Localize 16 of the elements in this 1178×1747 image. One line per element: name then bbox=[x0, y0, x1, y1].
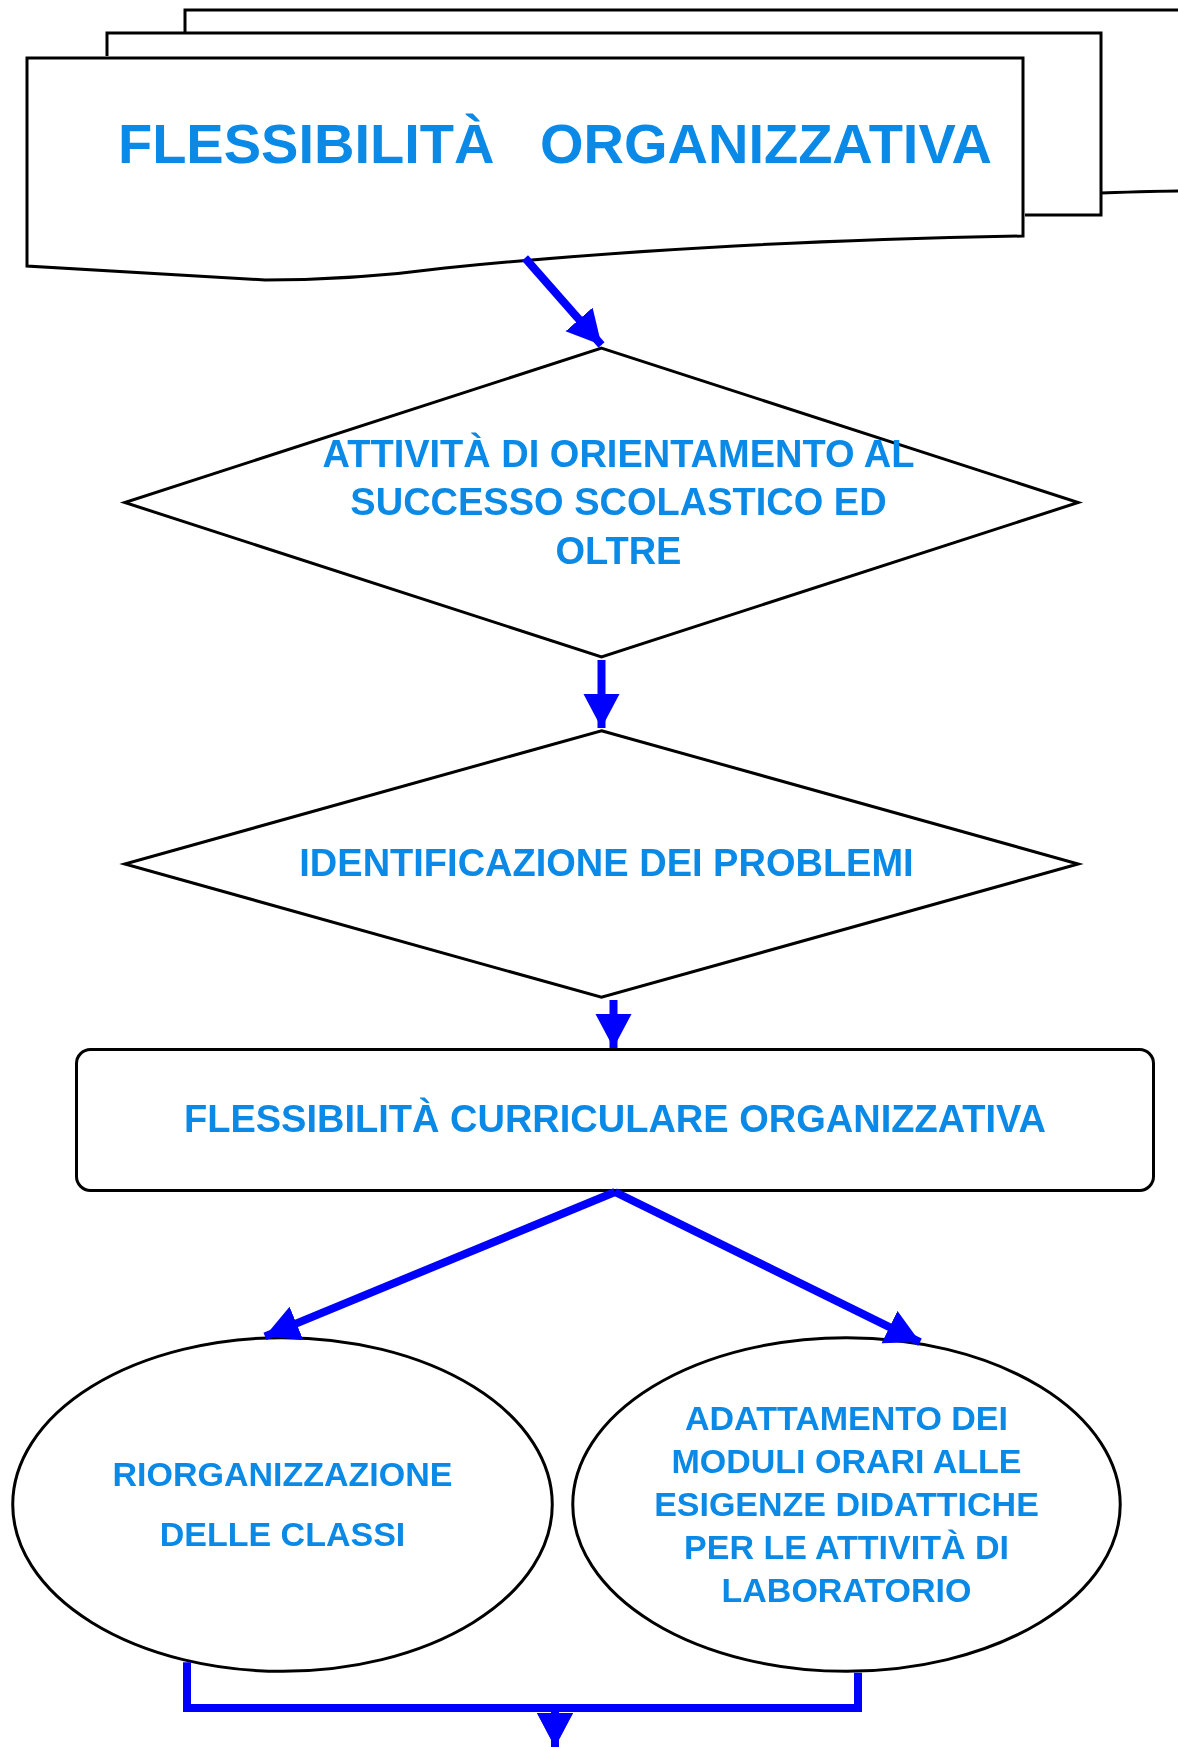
arrow bbox=[263, 1188, 617, 1341]
process-box bbox=[75, 1048, 1155, 1192]
arrow bbox=[522, 255, 605, 348]
arrow bbox=[613, 1188, 922, 1346]
node-label: FLESSIBILITÀ ORGANIZZATIVA bbox=[117, 111, 993, 178]
node-label: FLESSIBILITÀ CURRICULARE ORGANIZZATIVA bbox=[184, 1097, 1046, 1143]
decision-diamond bbox=[120, 345, 1083, 660]
node-label: IDENTIFICAZIONE DEI PROBLEMI bbox=[299, 841, 914, 887]
node-label: ADATTAMENTO DEI MODULI ORARI ALLE ESIGENZE DIDATTICHE PER LE ATTIVITÀ DI LABORATORIO bbox=[653, 1397, 1040, 1612]
document-shape bbox=[25, 56, 1025, 282]
decision-diamond bbox=[120, 728, 1083, 1000]
node-label: RIORGANIZZAZIONE DELLE CLASSI bbox=[111, 1454, 454, 1555]
ellipse-node bbox=[10, 1336, 555, 1673]
arrow bbox=[537, 1672, 862, 1747]
node-label: ATTIVITÀ DI ORIENTAMENTO AL SUCCESSO SCOLASTICO ED OLTRE bbox=[321, 431, 916, 574]
ellipse-node bbox=[570, 1336, 1123, 1673]
